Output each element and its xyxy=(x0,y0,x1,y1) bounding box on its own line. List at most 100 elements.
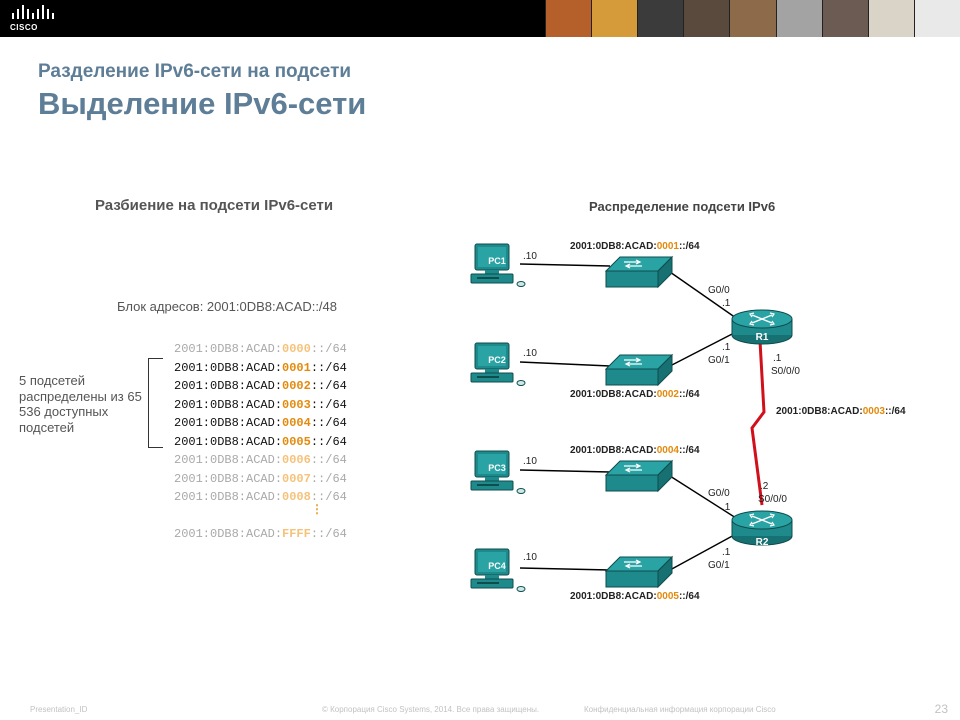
subnet-prefix: 2001:0DB8:ACAD: xyxy=(174,397,283,412)
footer-confidential: Конфиденциальная информация корпорации C… xyxy=(584,705,776,714)
page-number: 23 xyxy=(934,702,948,716)
lan-links xyxy=(519,263,737,571)
cisco-logo: CISCO xyxy=(10,5,58,32)
header-photo xyxy=(591,0,638,37)
pc4-host: .10 xyxy=(523,552,537,563)
link-pc1-sw1 xyxy=(519,263,611,267)
r2-label: R2 xyxy=(755,537,769,548)
header-photo xyxy=(913,0,960,37)
address-block: Блок адресов: 2001:0DB8:ACAD::/48 xyxy=(117,299,338,314)
r1-label: R1 xyxy=(755,332,769,343)
subnet-id: 0007 xyxy=(282,471,311,486)
net-label-5: 2001:0DB8:ACAD:0005::/64 xyxy=(570,591,700,602)
r2-g01-addr: .1 xyxy=(722,547,731,558)
subnet-suffix: ::/64 xyxy=(310,379,347,393)
header-photo xyxy=(683,0,730,37)
r1-g01-label: G0/1 xyxy=(708,355,730,366)
r2-s000-addr: .2 xyxy=(760,481,769,492)
subnet-prefix: 2001:0DB8:ACAD: xyxy=(174,416,283,430)
ellipsis-dots: ⋮ xyxy=(311,502,323,517)
subnet-address: 2001:0DB8:ACAD:0000::/64 xyxy=(174,340,347,359)
switch2-icon xyxy=(605,354,673,386)
top-bar: CISCO xyxy=(0,0,960,37)
pc4-label: PC4 xyxy=(488,561,506,571)
link-pc2-sw2 xyxy=(519,361,611,367)
net-label-3: 2001:0DB8:ACAD:0003::/64 xyxy=(776,406,906,417)
net-label-1: 2001:0DB8:ACAD:0001::/64 xyxy=(570,241,700,252)
header-photo xyxy=(821,0,868,37)
header-photo xyxy=(775,0,822,37)
left-heading: Разбиение на подсети IPv6-сети xyxy=(95,197,334,214)
pc1-label: PC1 xyxy=(488,256,506,266)
r2-g00-addr: .1 xyxy=(722,502,731,513)
subnet-id: 0006 xyxy=(282,453,311,467)
pc3-host: .10 xyxy=(523,456,537,467)
subnet-address: 2001:0DB8:ACAD:FFFF::/64 xyxy=(174,525,347,544)
r1-g01-addr: .1 xyxy=(722,342,731,353)
subnet-suffix: ::/64 xyxy=(310,397,347,412)
subnet-prefix: 2001:0DB8:ACAD: xyxy=(174,526,283,541)
subnet-id: 0001 xyxy=(282,360,311,375)
subnet-address: 2001:0DB8:ACAD:0007::/64 xyxy=(174,470,347,489)
subnet-suffix: ::/64 xyxy=(310,490,347,504)
subnet-prefix: 2001:0DB8:ACAD: xyxy=(174,360,283,375)
subnet-address: 2001:0DB8:ACAD:0001::/64 xyxy=(174,359,347,378)
subnet-prefix: 2001:0DB8:ACAD: xyxy=(174,490,283,504)
r2-s000-label: S0/0/0 xyxy=(758,494,787,505)
header-photo xyxy=(867,0,914,37)
photo-strip xyxy=(545,0,960,37)
slide-title: Выделение IPv6-сети xyxy=(38,86,367,121)
r1-g00-addr: .1 xyxy=(722,298,731,309)
subnet-prefix: 2001:0DB8:ACAD: xyxy=(174,453,283,467)
switch1-icon xyxy=(605,256,673,288)
switch4-icon xyxy=(605,556,673,588)
right-heading: Распределение подсети IPv6 xyxy=(589,199,776,214)
link-sw2-r1 xyxy=(669,331,737,367)
subnet-address: 2001:0DB8:ACAD:0002::/64 xyxy=(174,377,347,396)
link-sw3-r2 xyxy=(669,475,737,519)
subnet-address: 2001:0DB8:ACAD:0008::/64 xyxy=(174,488,347,507)
subnet-id: 0005 xyxy=(282,434,311,449)
subnet-id: 0003 xyxy=(282,397,311,412)
cisco-bars-icon xyxy=(12,5,54,19)
footer-copyright: © Корпорация Cisco Systems, 2014. Все пр… xyxy=(322,705,540,714)
subnet-id: 0000 xyxy=(282,342,311,356)
link-sw1-r1 xyxy=(669,271,737,319)
subnet-address: 2001:0DB8:ACAD:0004::/64 xyxy=(174,414,347,433)
subnet-id: 0008 xyxy=(282,490,311,504)
r1-g00-label: G0/0 xyxy=(708,285,730,296)
subnet-suffix: ::/64 xyxy=(310,453,347,467)
serial-link xyxy=(750,340,766,506)
subnet-suffix: ::/64 xyxy=(310,360,347,375)
net-label-2: 2001:0DB8:ACAD:0002::/64 xyxy=(570,389,700,400)
subnet-suffix: ::/64 xyxy=(310,342,347,356)
logo-text: CISCO xyxy=(10,23,38,32)
subnet-address: 2001:0DB8:ACAD:0006::/64 xyxy=(174,451,347,470)
pc2-label: PC2 xyxy=(488,355,506,365)
subnet-suffix: ::/64 xyxy=(310,471,347,486)
header-photo xyxy=(637,0,684,37)
subnet-bracket xyxy=(148,358,163,448)
footer-presentation-id: Presentation_ID xyxy=(30,705,88,714)
pc1-host: .10 xyxy=(523,251,537,262)
subnet-address: 2001:0DB8:ACAD:0003::/64 xyxy=(174,396,347,415)
subnet-address: 2001:0DB8:ACAD:0005::/64 xyxy=(174,433,347,452)
header-photo xyxy=(545,0,592,37)
net-label-4: 2001:0DB8:ACAD:0004::/64 xyxy=(570,445,700,456)
subnet-suffix: ::/64 xyxy=(310,434,347,449)
subnet-prefix: 2001:0DB8:ACAD: xyxy=(174,471,283,486)
subnet-note: 5 подсетей распределены из 65 536 доступ… xyxy=(19,373,142,435)
subnet-id: 0002 xyxy=(282,379,311,393)
subnet-prefix: 2001:0DB8:ACAD: xyxy=(174,342,283,356)
link-sw4-r2 xyxy=(669,533,737,571)
subnet-id: 0004 xyxy=(282,416,311,430)
slide-subtitle: Разделение IPv6-сети на подсети xyxy=(38,61,352,82)
switch3-icon xyxy=(605,460,673,492)
subnet-prefix: 2001:0DB8:ACAD: xyxy=(174,379,283,393)
subnet-id: FFFF xyxy=(282,526,311,541)
link-pc3-sw3 xyxy=(519,469,611,473)
r1-s000-label: S0/0/0 xyxy=(771,366,800,377)
r1-s000-addr: .1 xyxy=(773,353,782,364)
